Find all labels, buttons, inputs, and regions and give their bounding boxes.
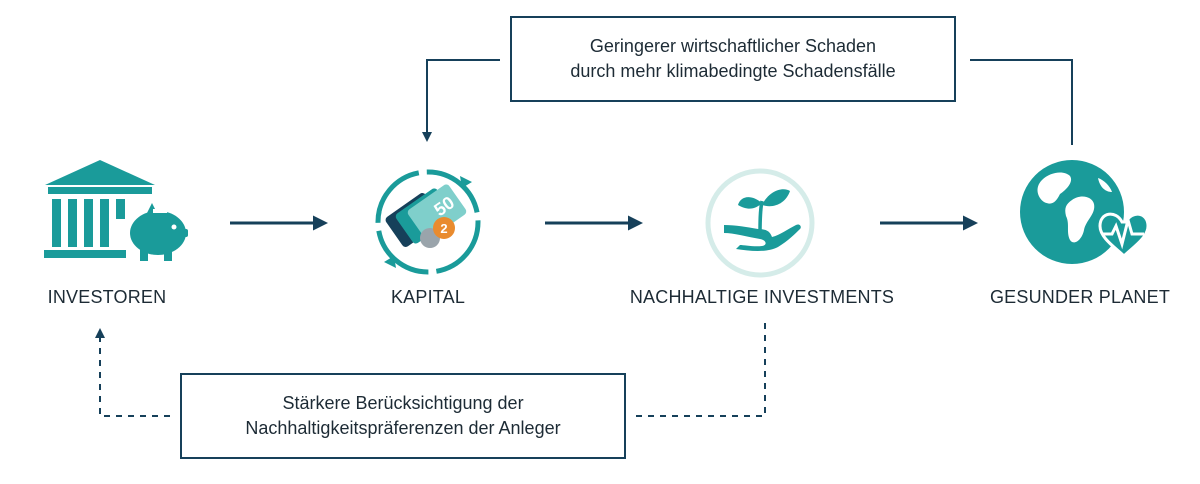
money-cycle-icon: 50 2 [375,169,481,275]
feedback-top-line1: Geringerer wirtschaftlicher Schaden [589,36,877,56]
hand-plant-icon [705,168,815,278]
label-gesunder-planet: GESUNDER PLANET [989,287,1171,307]
coin-value: 2 [440,221,447,236]
feedback-line-top-right [970,59,1073,145]
feedback-line-bottom-right [636,323,766,417]
feedback-bottom-line2: Nachhaltigkeitspräferenzen der Anleger [245,418,561,438]
label-nachhaltige-investments: NACHHALTIGE INVESTMENTS [629,287,895,307]
feedback-box-bottom: Stärkere Berücksichtigung der Nachhaltig… [180,373,626,459]
label-kapital: KAPITAL [390,287,466,307]
label-investoren: INVESTOREN [47,287,167,307]
feedback-line-bottom-left [95,328,170,417]
feedback-bottom-line1: Stärkere Berücksichtigung der [282,393,524,413]
bank-piggybank-icon [44,160,188,261]
feedback-box-top: Geringerer wirtschaftlicher Schaden durc… [510,16,956,102]
feedback-line-top-left [422,59,500,142]
feedback-top-line2: durch mehr klimabedingte Schadensfälle [570,61,896,81]
globe-heart-icon [1020,160,1150,264]
